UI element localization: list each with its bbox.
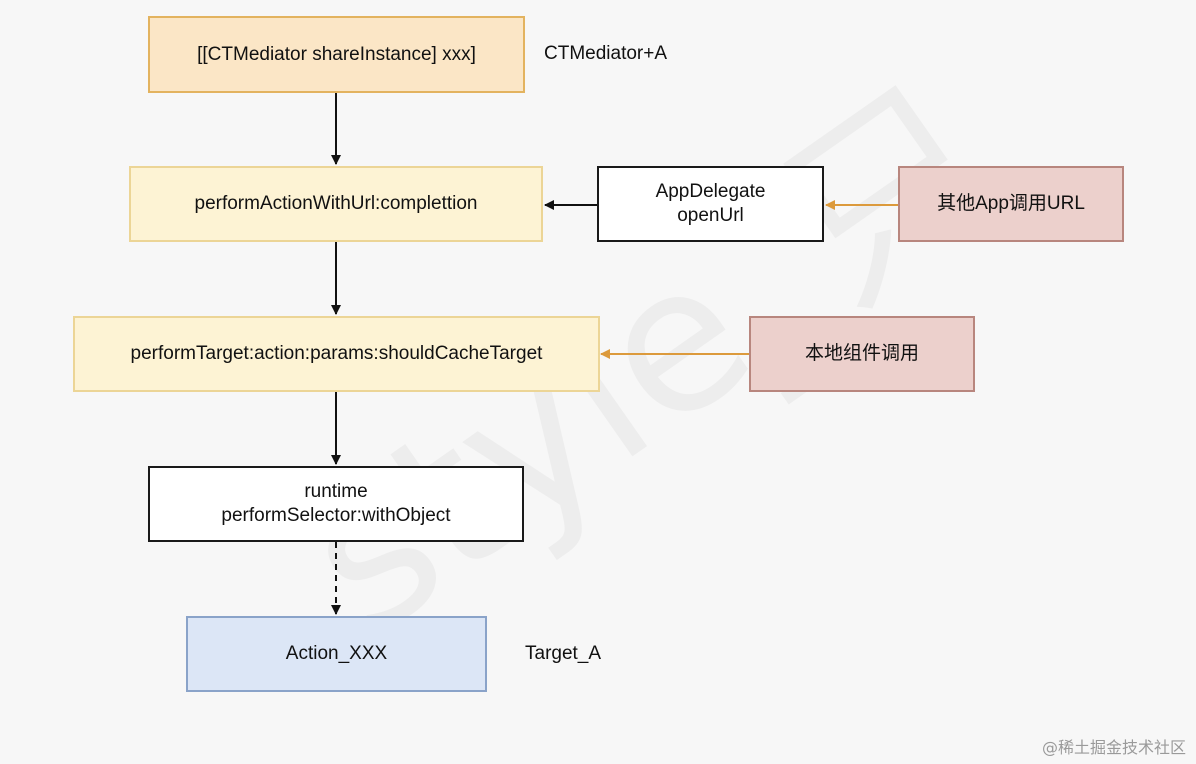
perform-target-node: performTarget:action:params:shouldCacheT…	[73, 316, 600, 392]
app-delegate-node: AppDelegate openUrl	[597, 166, 824, 242]
mediator-call-text: [[CTMediator shareInstance] xxx]	[197, 43, 476, 65]
corner-watermark: @稀土掘金技术社区	[1041, 738, 1186, 757]
action-xxx-text: Action_XXX	[285, 643, 388, 664]
other-app-url-node: 其他App调用URL	[898, 166, 1124, 242]
perform-action-url-text: performActionWithUrl:complettion	[194, 193, 478, 214]
runtime-selector-text: runtime performSelector:withObject	[221, 481, 451, 526]
local-component-node: 本地组件调用	[749, 316, 975, 392]
target-a-label: Target_A	[525, 643, 602, 664]
local-component-text: 本地组件调用	[804, 343, 919, 364]
app-delegate-text: AppDelegate openUrl	[655, 181, 766, 226]
other-app-url-text: 其他App调用URL	[937, 193, 1085, 214]
action-xxx-node: Action_XXX	[186, 616, 487, 692]
perform-target-text: performTarget:action:params:shouldCacheT…	[130, 343, 543, 364]
mediator-call-node: [[CTMediator shareInstance] xxx]	[148, 16, 525, 93]
perform-action-url-node: performActionWithUrl:complettion	[129, 166, 543, 242]
runtime-selector-node: runtime performSelector:withObject	[148, 466, 524, 542]
ctmediator-a-label: CTMediator+A	[544, 43, 668, 64]
